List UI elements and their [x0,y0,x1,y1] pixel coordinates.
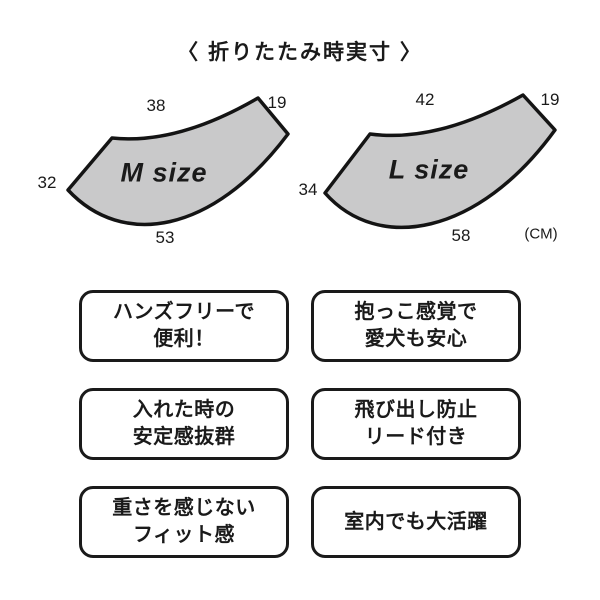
m-left-dimension: 32 [37,173,57,192]
feature-line: リード付き [364,426,468,448]
feature-line: 愛犬も安心 [364,328,468,350]
l-bottom-dimension: 58 [451,226,471,245]
feature-line: 室内でも大活躍 [344,510,488,533]
feature-box-leash: 飛び出し防止 リード付き [311,388,521,460]
unit-label: (CM) [524,225,558,243]
l-left-dimension: 34 [298,180,318,199]
feature-line: 安定感抜群 [132,426,236,448]
feature-box-indoor: 室内でも大活躍 [311,486,521,558]
l-tip-dimension: 19 [540,90,560,109]
m-tip-dimension: 19 [267,93,287,112]
feature-line: 入れた時の [132,399,236,421]
feature-grid: ハンズフリーで 便利！ 抱っこ感覚で 愛犬も安心 入れた時の 安定感抜群 飛び出… [79,290,521,558]
feature-box-fit: 重さを感じない フィット感 [79,486,289,558]
m-top-dimension: 38 [146,96,166,115]
feature-line: 重さを感じない [112,497,256,519]
feature-line: フィット感 [132,524,236,546]
feature-line: 便利！ [153,328,215,350]
feature-line: 抱っこ感覚で [354,301,478,323]
feature-line: ハンズフリーで [113,301,255,323]
l-top-dimension: 42 [415,90,435,109]
l-size-shape [323,93,557,230]
l-size-label: L size [388,154,470,185]
page-title: 〈 折りたたみ時実寸 〉 [177,41,423,64]
feature-line: 飛び出し防止 [354,399,478,421]
m-bottom-dimension: 53 [155,228,175,247]
feature-box-stability: 入れた時の 安定感抜群 [79,388,289,460]
m-size-shape [66,96,290,227]
feature-box-handsfree: ハンズフリーで 便利！ [79,290,289,362]
m-size-label: M size [120,157,208,188]
feature-box-hug-feel: 抱っこ感覚で 愛犬も安心 [311,290,521,362]
